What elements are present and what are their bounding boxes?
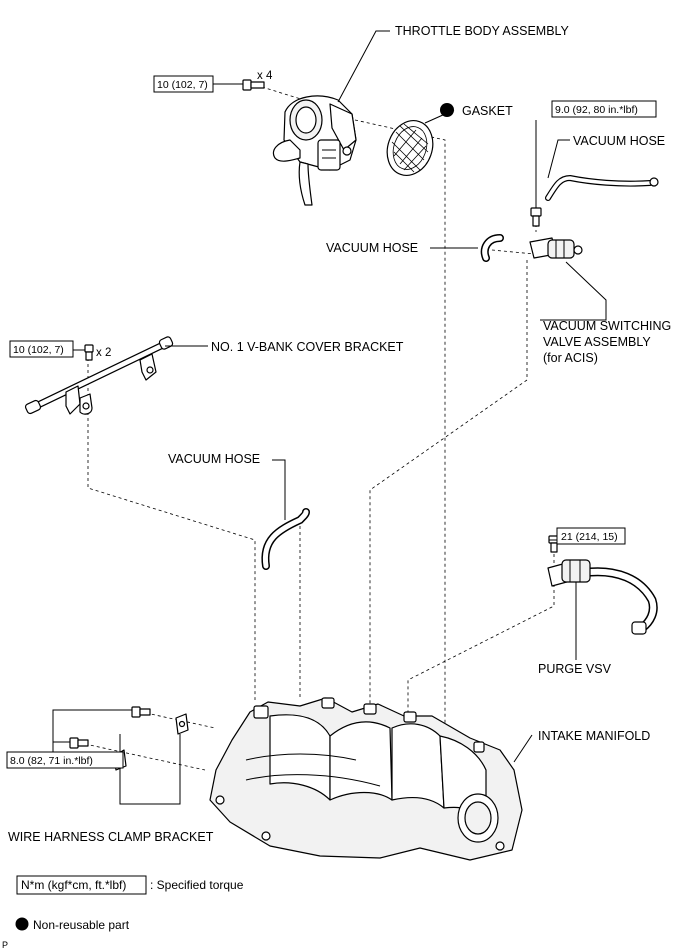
vacuum-hose-low <box>261 508 310 570</box>
throttle-bolt-icon <box>242 79 265 91</box>
throttle-body-assembly <box>272 95 357 206</box>
footer-code: P <box>2 940 8 950</box>
torque-box-purge: 21 (214, 15) <box>556 527 626 545</box>
vacuum-hose-mid-label: VACUUM HOSE <box>326 241 418 255</box>
vacuum-hose-low-label: VACUUM HOSE <box>168 452 260 466</box>
throttle-bolt-qty: x 4 <box>257 70 273 82</box>
torque-clamp-value: 8.0 (82, 71 in.*lbf) <box>10 755 93 767</box>
vsv-label-line2: VALVE ASSEMBLY <box>543 335 651 349</box>
wire-harness-label: WIRE HARNESS CLAMP BRACKET <box>8 830 214 844</box>
throttle-body-label: THROTTLE BODY ASSEMBLY <box>395 24 570 38</box>
vsv-label-line3: (for ACIS) <box>543 351 598 365</box>
torque-vsv-value: 9.0 (92, 80 in.*lbf) <box>555 104 638 116</box>
gasket-label: GASKET <box>462 104 513 118</box>
torque-bracket-value: 10 (102, 7) <box>13 344 64 356</box>
torque-purge-value: 21 (214, 15) <box>561 531 618 543</box>
nonreusable-marker <box>440 103 454 117</box>
vbank-cover-bracket <box>24 336 174 415</box>
legend-torque-text: : Specified torque <box>150 878 244 892</box>
vacuum-hose-top-label: VACUUM HOSE <box>573 134 665 148</box>
bracket-bolt-icon <box>84 344 94 361</box>
gasket <box>386 120 434 176</box>
torque-box-vsv: 9.0 (92, 80 in.*lbf) <box>551 100 657 118</box>
torque-throttle-value: 10 (102, 7) <box>157 79 208 91</box>
purge-vsv <box>547 559 658 635</box>
vsv-bolt-icon <box>530 207 542 227</box>
legend-nonreusable-text: Non-reusable part <box>33 918 130 932</box>
vacuum-hose-top <box>545 174 659 201</box>
legend-torque-box-text: N*m (kgf*cm, ft.*lbf) <box>21 878 126 892</box>
legend-torque: N*m (kgf*cm, ft.*lbf) : Specified torque <box>16 875 244 895</box>
bracket-bolt-qty: x 2 <box>96 347 111 359</box>
leader-lines <box>52 30 607 805</box>
intake-manifold <box>209 697 523 861</box>
torque-box-bracket: 10 (102, 7) <box>9 340 74 358</box>
legend-nonreusable: Non-reusable part <box>15 917 130 932</box>
vbank-bracket-label: NO. 1 V-BANK COVER BRACKET <box>211 340 404 354</box>
intake-manifold-label: INTAKE MANIFOLD <box>538 729 650 743</box>
clamp-bolt-icon <box>69 706 151 749</box>
vacuum-hose-mid <box>480 234 504 262</box>
torque-box-throttle: 10 (102, 7) <box>153 75 214 93</box>
nonreusable-dot-icon <box>15 917 29 931</box>
torque-box-clamp: 8.0 (82, 71 in.*lbf) <box>6 751 124 769</box>
vsv-label-line1: VACUUM SWITCHING <box>543 319 671 333</box>
assembly-dashed-lines <box>84 86 555 771</box>
wire-harness-clamp-bracket <box>113 713 189 771</box>
purge-vsv-label: PURGE VSV <box>538 662 612 676</box>
vacuum-switching-valve <box>529 237 583 259</box>
